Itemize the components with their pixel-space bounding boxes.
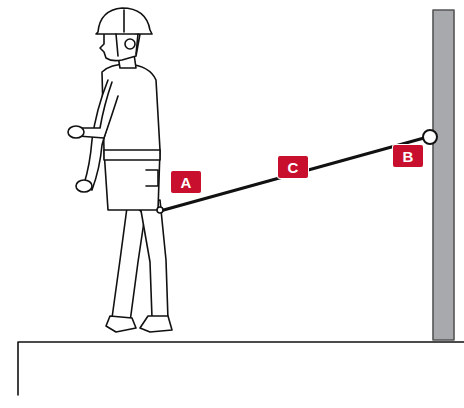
callout-letter: C <box>278 156 308 178</box>
callout-letter: B <box>393 145 423 167</box>
lanyard <box>160 138 424 211</box>
platform-edge <box>18 342 464 395</box>
callout-letter: A <box>171 171 201 193</box>
worker <box>68 8 172 332</box>
anchor-point <box>423 130 437 144</box>
wall <box>433 10 454 340</box>
